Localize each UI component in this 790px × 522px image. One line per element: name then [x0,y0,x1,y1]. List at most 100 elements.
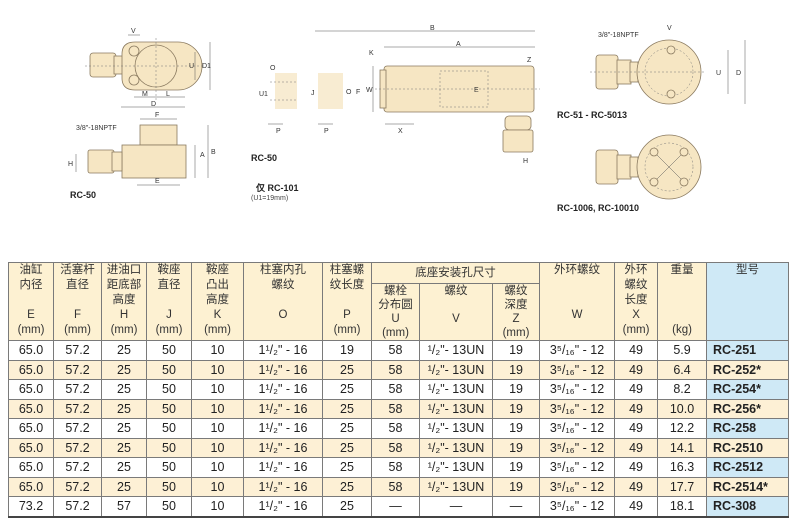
note-u1: (U1=19mm) [251,195,288,202]
table-cell: 10.0 [657,398,708,419]
header-line: 进油口 [106,264,142,276]
table-cell: 57.2 [53,359,102,380]
header-line: (mm) [382,327,409,339]
table-cell: 57.2 [53,457,102,478]
table-cell: 57.2 [53,496,102,518]
table-cell: 19 [322,340,372,361]
table-cell: 58 [371,379,420,400]
dim-label-p2: P [324,128,329,135]
header-line [420,326,492,340]
dim-label-m: M [142,91,148,98]
table-cell: 25 [101,398,147,419]
table-cell: 1¹/₂" - 16 [243,457,323,478]
table-cell: 58 [371,418,420,439]
model-cell: RC-254* [706,379,790,400]
header-line: P [343,309,351,321]
header-line [147,293,191,308]
header-line: Z [512,313,520,325]
header-line: 分布圆 [378,299,413,311]
table-cell: 57 [101,496,147,518]
header-line [658,308,706,323]
note-rc-101: 仅 RC-101 [255,182,299,193]
header-line: 螺纹 [271,279,295,291]
header-line: (mm) [333,324,361,336]
plunger-detail-drawing: O U1 P J P O F RC-50 仅 RC-101 (U1=19mm) [251,65,360,202]
header-line [540,278,614,293]
header-line: 纹长度 [329,279,365,291]
table-cell: 49 [614,418,659,439]
dim-label-p: P [276,128,281,135]
port-label-round: 3/8"-18NPTF [598,32,639,39]
table-cell: 25 [322,437,372,458]
header-line: W [571,309,583,321]
model-cell: RC-258 [706,418,790,439]
dim-label-a: A [200,152,205,159]
header-line: U [391,313,400,325]
table-cell: 65.0 [8,476,54,497]
dim-label-b: B [211,149,216,156]
table-cell: 1¹/₂" - 16 [243,496,323,518]
table-cell: 65.0 [8,437,54,458]
table-cell: 25 [322,457,372,478]
table-cell: 65.0 [8,379,54,400]
table-cell: 50 [146,476,192,497]
model-cell: RC-2512 [706,457,790,478]
header-line: 螺纹 [444,285,468,297]
header-line [707,323,788,338]
table-cell: 6.4 [657,359,708,380]
table-cell: 25 [322,379,372,400]
caption-rc-50: RC-50 [70,190,96,200]
table-cell: 25 [322,476,372,497]
table-cell: 10 [191,398,244,419]
header-line: K [213,309,222,321]
table-cell: 50 [146,496,192,518]
table-cell: 57.2 [53,476,102,497]
dim-label-v: V [131,28,136,35]
table-cell: 10 [191,359,244,380]
dim-label-d: D [151,101,156,108]
table-cell: 57.2 [53,340,102,361]
column-header: 外环螺纹 W [539,262,616,341]
model-cell: RC-2510 [706,437,790,458]
table-cell: 25 [101,418,147,439]
table-cell: ¹/₂"- 13UN [419,340,493,361]
header-line [707,308,788,323]
header-line: E [27,309,35,321]
dim-label-d1: D1 [202,63,211,70]
table-cell: 25 [322,398,372,419]
table-cell: 65.0 [8,398,54,419]
table-cell: 17.7 [657,476,708,497]
model-cell: RC-2514* [706,476,790,497]
header-line: 油缸 [19,264,43,276]
model-cell: RC-252* [706,359,790,380]
header-line: X [632,309,640,321]
top-view-drawing: V U D1 M L D [85,28,211,108]
table-cell: 49 [614,359,659,380]
header-line: 柱塞螺 [329,264,365,276]
table-cell: 10 [191,437,244,458]
header-line: 高度 [112,294,136,306]
header-line [420,298,492,312]
header-line [54,293,101,308]
table-cell: 58 [371,437,420,458]
header-line: 外环 [624,264,648,276]
table-cell: 19 [491,359,541,380]
table-cell: 3⁵/₁₆" - 12 [539,437,616,458]
header-line: V [452,313,460,325]
header-line [658,293,706,308]
dim-label-a2: A [456,41,461,48]
table-cell: 14.1 [657,437,708,458]
table-cell: 57.2 [53,398,102,419]
header-line: 外环螺纹 [554,264,601,276]
header-line: (mm) [17,324,45,336]
table-cell: 25 [101,437,147,458]
dim-label-x: X [398,128,403,135]
table-cell: 5.9 [657,340,708,361]
header-line: O [278,309,288,321]
table-cell: 1¹/₂" - 16 [243,340,323,361]
header-line: (mm) [155,324,183,336]
